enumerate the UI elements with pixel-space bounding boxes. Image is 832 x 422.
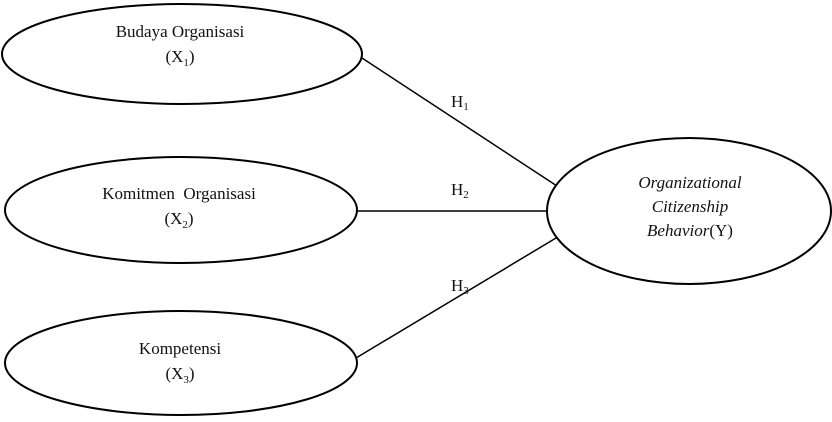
node-label-line1: Organizational <box>638 173 742 192</box>
node-variable: (X1) <box>165 47 194 69</box>
node-kompetensi: Kompetensi (X3) <box>4 310 358 416</box>
edge-x3-to-y <box>355 237 557 359</box>
node-variable: (X2) <box>164 209 193 231</box>
node-label-line2: Citizenship <box>652 197 729 216</box>
hypothesis-label-h2: H2 <box>451 180 469 201</box>
node-variable: (X3) <box>165 364 194 386</box>
hypothesis-label-h1: H1 <box>451 92 469 113</box>
node-label: Kompetensi <box>139 339 221 358</box>
edge-x1-to-y <box>361 57 558 187</box>
node-budaya-organisasi: Budaya Organisasi (X1) <box>1 3 363 105</box>
node-komitmen-organisasi: Komitmen Organisasi (X2) <box>4 156 358 264</box>
node-label: Komitmen Organisasi <box>102 184 256 203</box>
node-label: Budaya Organisasi <box>116 22 245 41</box>
node-organizational-citizenship-behavior: Organizational Citizenship Behavior(Y) <box>546 137 832 285</box>
node-label-line3: Behavior(Y) <box>647 221 733 240</box>
hypothesis-label-h3: H3 <box>451 276 469 297</box>
